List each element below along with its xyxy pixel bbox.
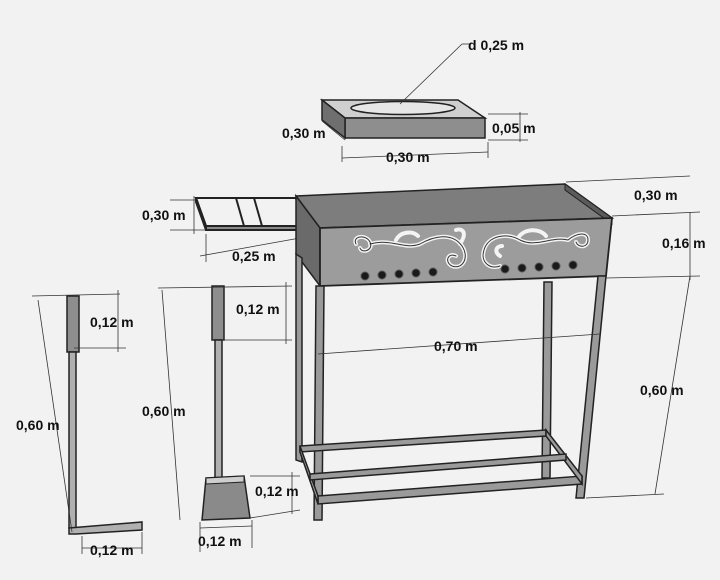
bowl-opening	[350, 100, 456, 116]
bowl-front-face	[344, 117, 486, 139]
bowl-side-face	[321, 98, 346, 140]
leg-back-left	[295, 252, 303, 464]
shovel-height-label: 0,60 m	[142, 403, 186, 419]
side-shelf	[194, 197, 304, 231]
poker-tool-icon	[66, 295, 143, 535]
bowl-height-label: 0,05 m	[492, 120, 536, 136]
poker-shaft	[68, 351, 77, 529]
bowl-length-label: 0,30 m	[282, 125, 326, 141]
grill-icon	[294, 183, 615, 289]
bowl-diameter-label: d 0,25 m	[468, 37, 525, 53]
air-holes	[360, 260, 578, 281]
leg-back-right	[541, 281, 553, 479]
box-height-label: 0,16 m	[662, 235, 706, 251]
ash-bowl-icon	[319, 98, 488, 140]
shovel-blade-width-label: 0,12 m	[198, 533, 242, 549]
shovel-tool-icon	[201, 285, 251, 521]
poker-foot-label: 0,12 m	[90, 542, 134, 558]
frame-back	[299, 429, 547, 453]
box-depth-label: 0,30 m	[634, 187, 678, 203]
box-length-label: 0,70 m	[434, 338, 478, 354]
shelf-dimension-lines	[170, 196, 301, 262]
shovel-dimension-lines	[157, 282, 301, 552]
bowl-width-label: 0,30 m	[386, 149, 430, 165]
grill-dimension-lines	[317, 175, 701, 499]
shovel-blade-height-label: 0,12 m	[255, 483, 299, 499]
shelf-width-label: 0,30 m	[142, 207, 186, 223]
poker-handle	[66, 295, 80, 353]
frame-mid	[309, 453, 567, 481]
bowl-dimension-lines	[321, 43, 528, 162]
shovel-handle	[211, 285, 225, 341]
poker-foot	[68, 521, 143, 535]
leg-front-left	[313, 285, 325, 521]
shovel-shaft	[214, 339, 223, 479]
leg-height-label: 0,60 m	[640, 382, 684, 398]
poker-height-label: 0,60 m	[16, 417, 60, 433]
shovel-blade-top	[205, 475, 245, 485]
ornament-right-outline	[482, 233, 589, 268]
shelf-length-label: 0,25 m	[232, 248, 276, 264]
grill-stand	[295, 252, 607, 521]
shovel-handle-label: 0,12 m	[236, 301, 280, 317]
frame-front	[317, 475, 583, 505]
leg-front-right	[575, 275, 607, 499]
poker-dimension-lines	[31, 290, 143, 554]
poker-handle-label: 0,12 m	[90, 314, 134, 330]
ornament-left-outline	[354, 236, 466, 268]
